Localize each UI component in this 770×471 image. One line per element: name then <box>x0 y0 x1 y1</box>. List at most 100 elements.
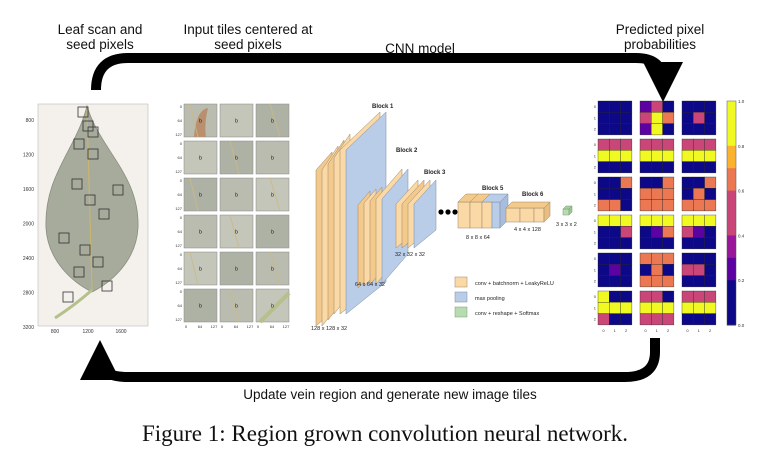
heatmap-cell <box>693 100 705 113</box>
tile-ytick: 127 <box>175 169 182 174</box>
input-tile: b <box>255 288 291 324</box>
tile-xtick: 0 <box>185 324 188 329</box>
heatmap-cell <box>609 290 621 303</box>
heatmap-xtick: 0 <box>686 328 689 333</box>
heatmap-cell <box>662 214 675 227</box>
heatmap-cell <box>639 237 652 250</box>
input-tile: b <box>219 103 254 138</box>
heatmap-cell <box>693 264 705 276</box>
heatmap-ytick: 2 <box>594 279 597 284</box>
heatmap-cell <box>651 150 663 162</box>
input-tile: b <box>183 288 218 323</box>
heatmap-cell <box>651 264 663 276</box>
heatmap-cell <box>693 161 705 174</box>
heatmap-ytick: 0 <box>594 294 597 299</box>
heatmap-cell <box>693 138 705 151</box>
heatmap-xtick: 1 <box>698 328 701 333</box>
heatmap-cell <box>609 112 621 124</box>
heatmap-cell <box>597 138 610 151</box>
seed-pixel-box <box>98 208 110 220</box>
heatmap-cell <box>693 313 705 326</box>
heatmap-cell <box>639 199 652 212</box>
heatmap-cell <box>681 112 694 124</box>
seed-marker: b <box>199 119 202 125</box>
tile-xtick: 127 <box>283 324 290 329</box>
tile-ytick: 127 <box>175 280 182 285</box>
input-tile: b <box>255 140 290 175</box>
leaf-ytick: 2400 <box>23 256 34 262</box>
tile-ytick: 64 <box>178 118 183 123</box>
colorbar-tick: 0.6 <box>738 189 745 194</box>
tile-ytick: 0 <box>180 215 183 220</box>
heatmap-cell <box>620 123 633 136</box>
heatmap-cell <box>597 313 610 326</box>
colorbar-band <box>727 168 736 192</box>
tile-xtick: 0 <box>257 324 260 329</box>
colorbar-band <box>727 257 736 281</box>
dim-label: 4 x 4 x 128 <box>514 227 541 233</box>
heatmap-xtick: 2 <box>667 328 670 333</box>
prediction-heatmap <box>639 138 675 174</box>
heatmap-cell <box>597 302 610 314</box>
heatmap-cell <box>662 199 675 212</box>
leaf-xtick: 1200 <box>82 329 93 335</box>
heatmap-cell <box>704 161 717 174</box>
heatmap-cell <box>681 252 694 265</box>
heatmap-cell <box>704 275 717 288</box>
input-tile: b <box>183 214 218 249</box>
heatmap-cell <box>693 275 705 288</box>
heatmap-cell <box>681 188 694 200</box>
seed-marker: b <box>235 304 238 310</box>
heatmap-cell <box>639 302 652 314</box>
heatmap-cell <box>693 252 705 265</box>
ellipsis-dot <box>438 209 444 215</box>
input-tiles-label-line: seed pixels <box>214 37 282 52</box>
heatmap-ytick: 2 <box>594 241 597 246</box>
heatmap-cell <box>639 150 652 162</box>
heatmap-cell <box>662 226 675 238</box>
seed-marker: b <box>271 230 274 236</box>
heatmap-cell <box>681 302 694 314</box>
heatmap-cell <box>597 237 610 250</box>
heatmap-cell <box>639 188 652 200</box>
tile-ytick: 0 <box>180 289 183 294</box>
heatmap-cell <box>597 176 610 189</box>
colorbar-frame <box>726 100 737 326</box>
heatmap-cell <box>704 252 717 265</box>
colorbar-band <box>727 213 736 236</box>
legend-swatch-softmax <box>454 306 468 318</box>
seed-pixel-box <box>58 232 70 244</box>
seed-marker: b <box>235 119 238 125</box>
heatmap-cell <box>620 237 633 250</box>
heatmap-xtick: 0 <box>644 328 647 333</box>
heatmap-cell <box>609 138 621 151</box>
block-label: Block 3 <box>424 170 446 176</box>
prediction-heatmap <box>681 100 717 136</box>
heatmap-cell <box>620 252 633 265</box>
heatmap-cell <box>597 161 610 174</box>
prediction-label-line: probabilities <box>623 37 697 52</box>
tile-xtick: 64 <box>270 324 275 329</box>
heatmap-cell <box>639 123 652 136</box>
heatmap-cell <box>651 112 663 124</box>
heatmap-cell <box>681 264 694 276</box>
colorbar-tick: 0.8 <box>738 144 745 149</box>
heatmap-cell <box>609 123 621 136</box>
tile-ytick: 0 <box>180 252 183 257</box>
legend-swatch-pool <box>454 291 468 303</box>
input-tile: b <box>255 214 290 249</box>
tile-ytick: 127 <box>175 206 182 211</box>
tile-xtick: 0 <box>221 324 224 329</box>
input-tile: b <box>219 214 254 249</box>
heatmap-cell <box>693 188 705 200</box>
heatmap-cell <box>704 112 717 124</box>
prediction-heatmap <box>681 252 717 288</box>
prediction-heatmap <box>639 176 675 212</box>
heatmap-cell <box>620 275 633 288</box>
heatmap-cell <box>662 290 675 303</box>
leaf-scan-label: Leaf scan and seed pixels <box>35 22 165 52</box>
heatmap-cell <box>704 199 717 212</box>
